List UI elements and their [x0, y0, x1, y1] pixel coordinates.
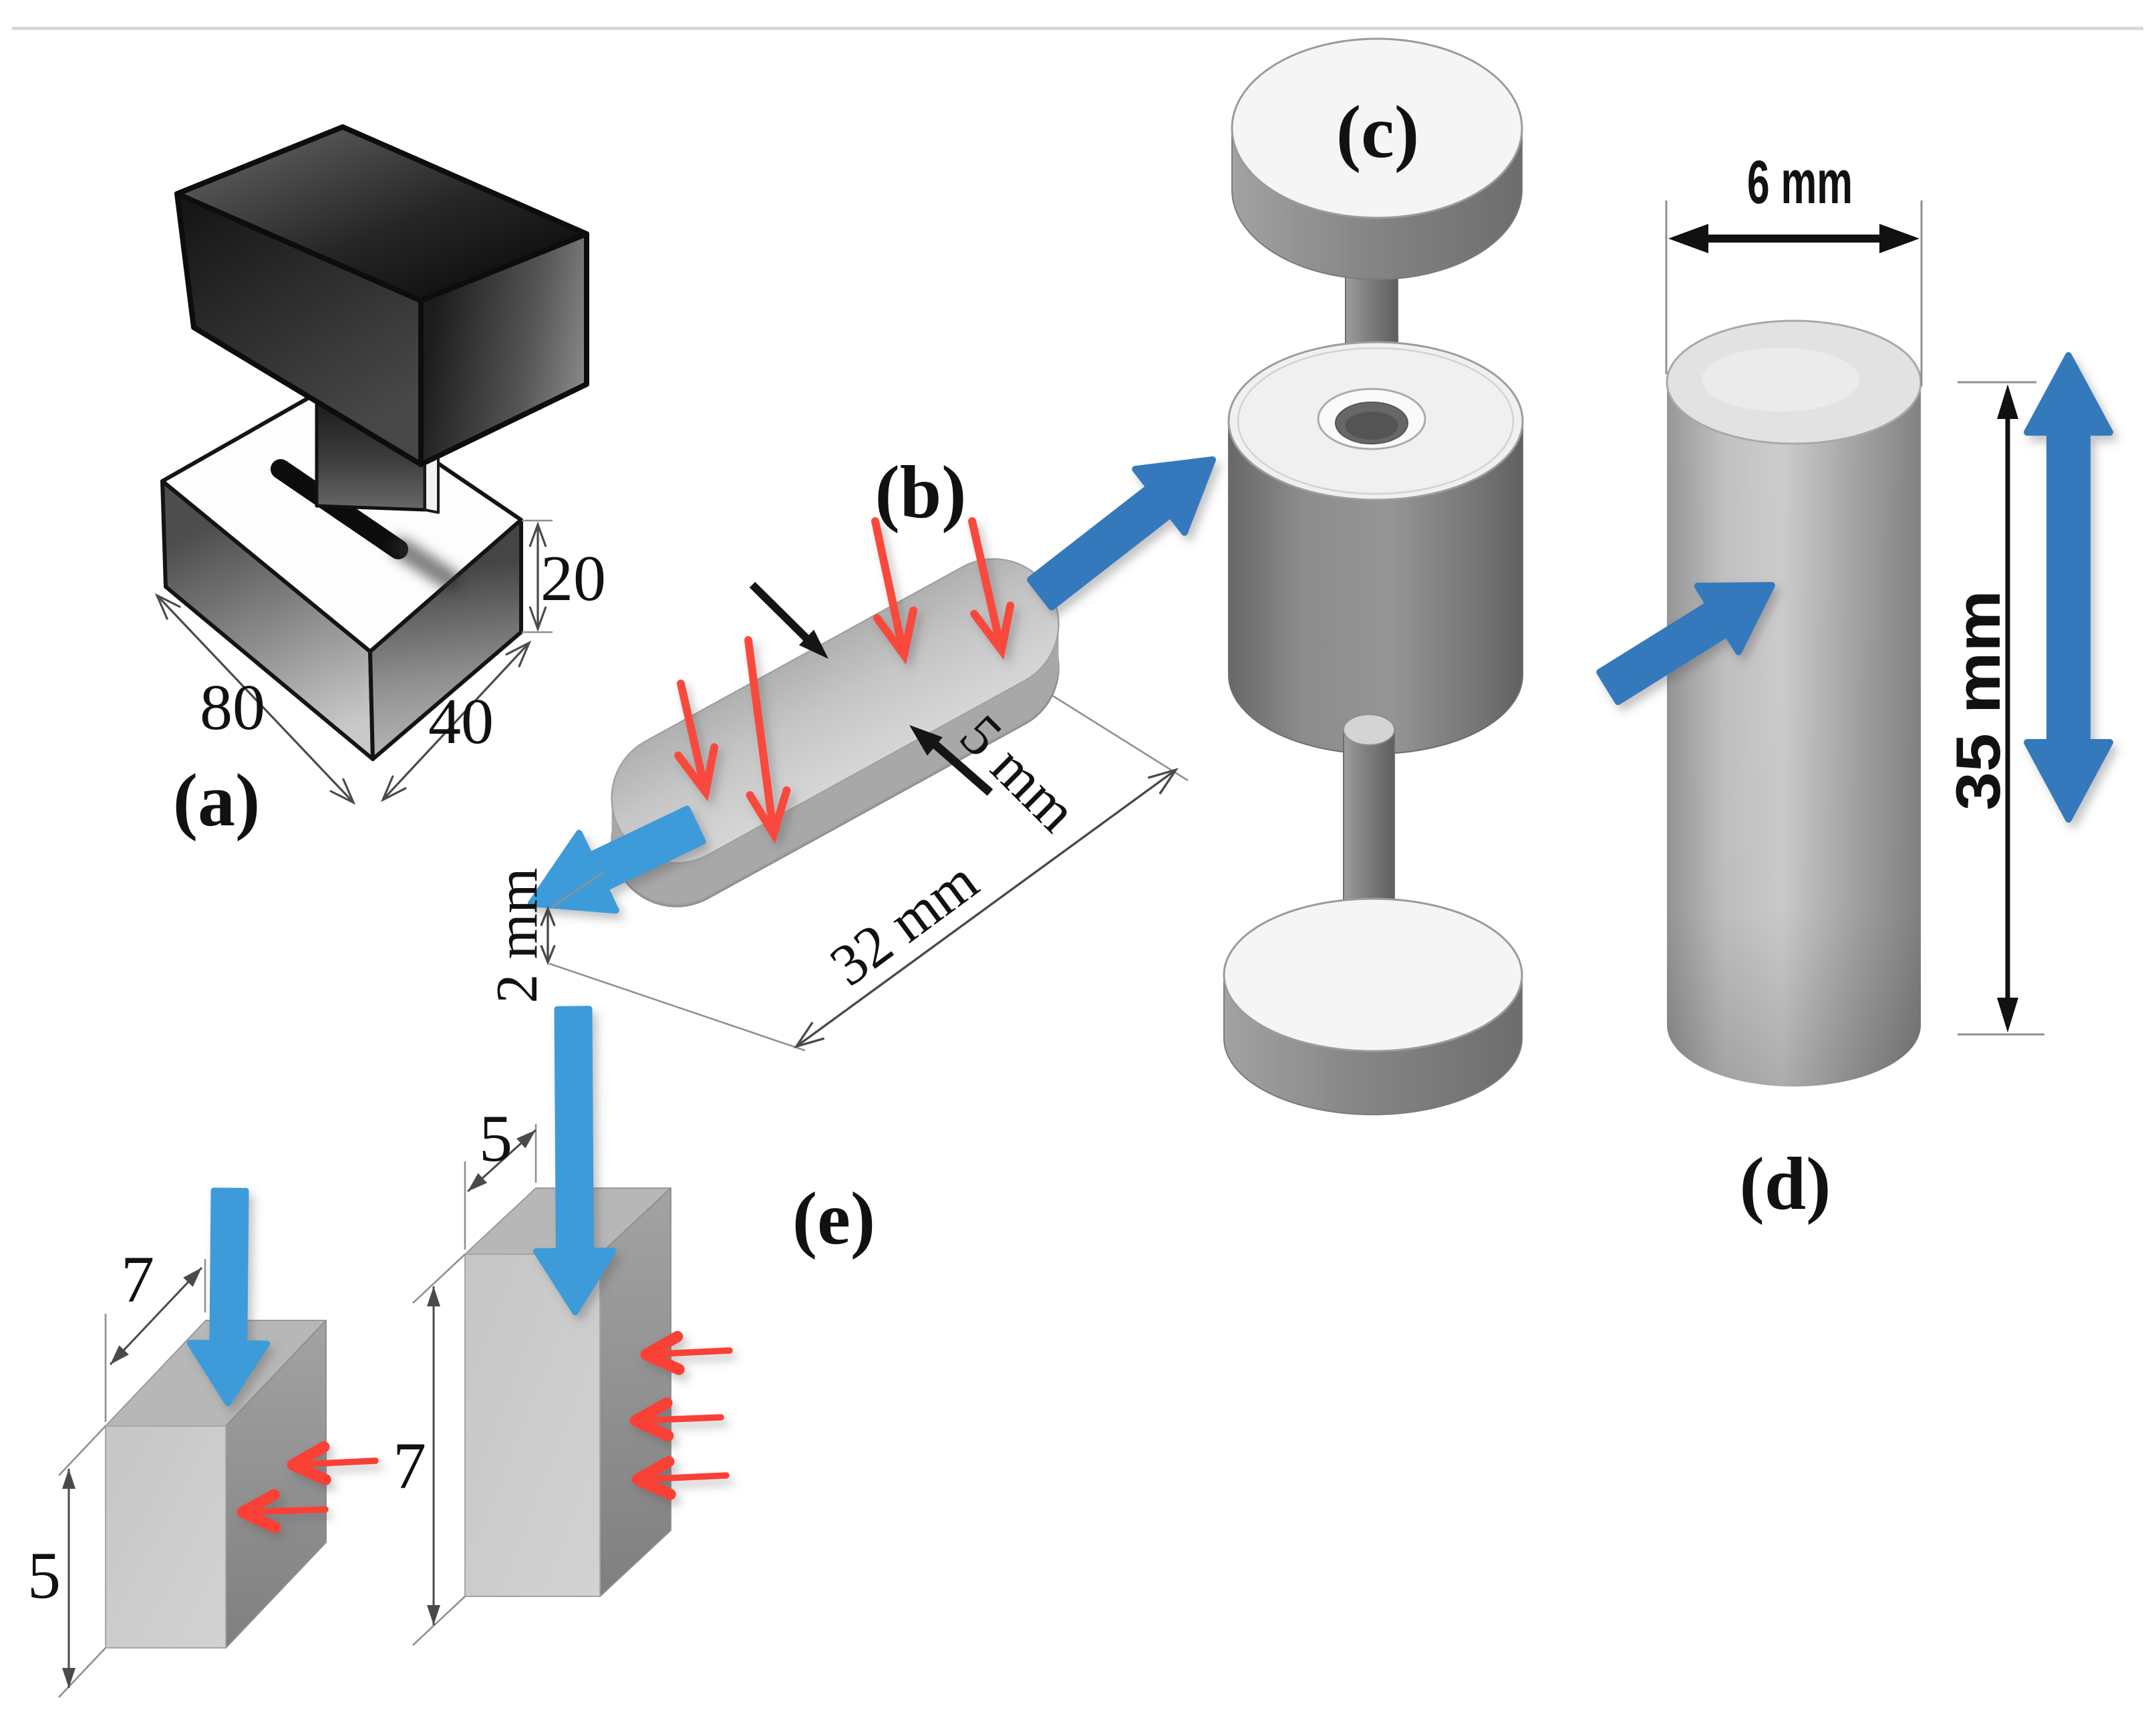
dim-20: 20: [522, 519, 606, 633]
dim-e1-height-label: 5: [27, 1538, 61, 1612]
panel-c-compression-tooling: (c): [1223, 37, 1524, 1115]
panel-e-compression-prisms: 7 5 5 7 (e): [27, 1006, 875, 1698]
compression-arrow-icon: [186, 1187, 271, 1407]
dim-80-label: 80: [200, 672, 265, 744]
die-cylinder: [1227, 341, 1524, 754]
blade-shadow: [390, 537, 461, 591]
axial-double-arrow-icon: [2024, 352, 2113, 823]
panel-b-load-arrows: [674, 517, 1015, 844]
red-force-arrow-icon: [631, 1455, 730, 1500]
upper-punch-disc: [1231, 37, 1523, 280]
dim-6mm-label: 6 mm: [1747, 148, 1853, 217]
red-force-arrow-icon: [871, 517, 917, 665]
dim-40: 40: [380, 640, 532, 803]
panel-e-label: (e): [792, 1177, 875, 1260]
dim-e2-height: 7: [393, 1254, 466, 1646]
die-right-face: [368, 518, 523, 761]
tension-arrow-left-icon: [528, 805, 706, 914]
shear-arrow-icon: [1596, 582, 1775, 706]
red-force-arrow-icon: [629, 1397, 724, 1442]
dim-e1-top-label: 7: [121, 1242, 154, 1316]
red-force-arrow-icon: [640, 1330, 733, 1375]
panel-c-label: (c): [1336, 91, 1419, 174]
top-rule: [12, 27, 2143, 30]
dim-35mm-label: 35 mm: [1943, 590, 2013, 811]
prism-short-side-arrows: [237, 1441, 379, 1534]
die-slot: [271, 459, 408, 559]
dim-35mm: 35 mm: [1943, 381, 2044, 1036]
prism-tall-side-arrows: [629, 1330, 733, 1500]
dim-80: 80: [154, 593, 356, 805]
dim-e2-height-label: 7: [393, 1429, 426, 1503]
panel-b-label: (b): [875, 451, 967, 534]
dim-20-label: 20: [541, 543, 606, 615]
panel-a-label: (a): [173, 759, 261, 842]
dim-40-label: 40: [428, 686, 494, 758]
dim-e2-top-label: 5: [479, 1101, 512, 1175]
panel-a-bend-test-die: 80 40 20 (a): [154, 124, 606, 842]
compression-arrow-icon: [532, 1006, 617, 1316]
red-force-arrow-icon: [744, 636, 791, 844]
dim-6mm: 6 mm: [1665, 148, 1923, 386]
prism-tall: [464, 1187, 671, 1597]
lower-punch-disc: [1223, 897, 1523, 1115]
panel-d-label: (d): [1740, 1143, 1831, 1226]
panel-b-bend-bar: 5 mm 32 mm 2 mm (b): [485, 451, 1216, 1052]
red-force-arrow-icon: [674, 680, 719, 802]
punch-right-face: [418, 231, 589, 467]
dim-e2-top: 5: [464, 1101, 537, 1250]
tension-arrow-right-icon: [1027, 456, 1216, 611]
dim-2mm: 2 mm: [485, 868, 603, 1004]
dim-e1-top: 7: [104, 1242, 206, 1422]
lower-punch-pin: [1343, 714, 1395, 952]
black-pointer-arrow-icon: [749, 581, 828, 659]
red-force-arrow-icon: [237, 1489, 329, 1534]
dim-e1-height: 5: [27, 1425, 106, 1698]
dim-2mm-label: 2 mm: [485, 868, 550, 1004]
red-force-arrow-icon: [968, 517, 1015, 660]
red-force-arrow-icon: [287, 1441, 379, 1485]
panel-d-cylinder-specimen: 6 mm 35 mm (d): [1596, 148, 2113, 1226]
